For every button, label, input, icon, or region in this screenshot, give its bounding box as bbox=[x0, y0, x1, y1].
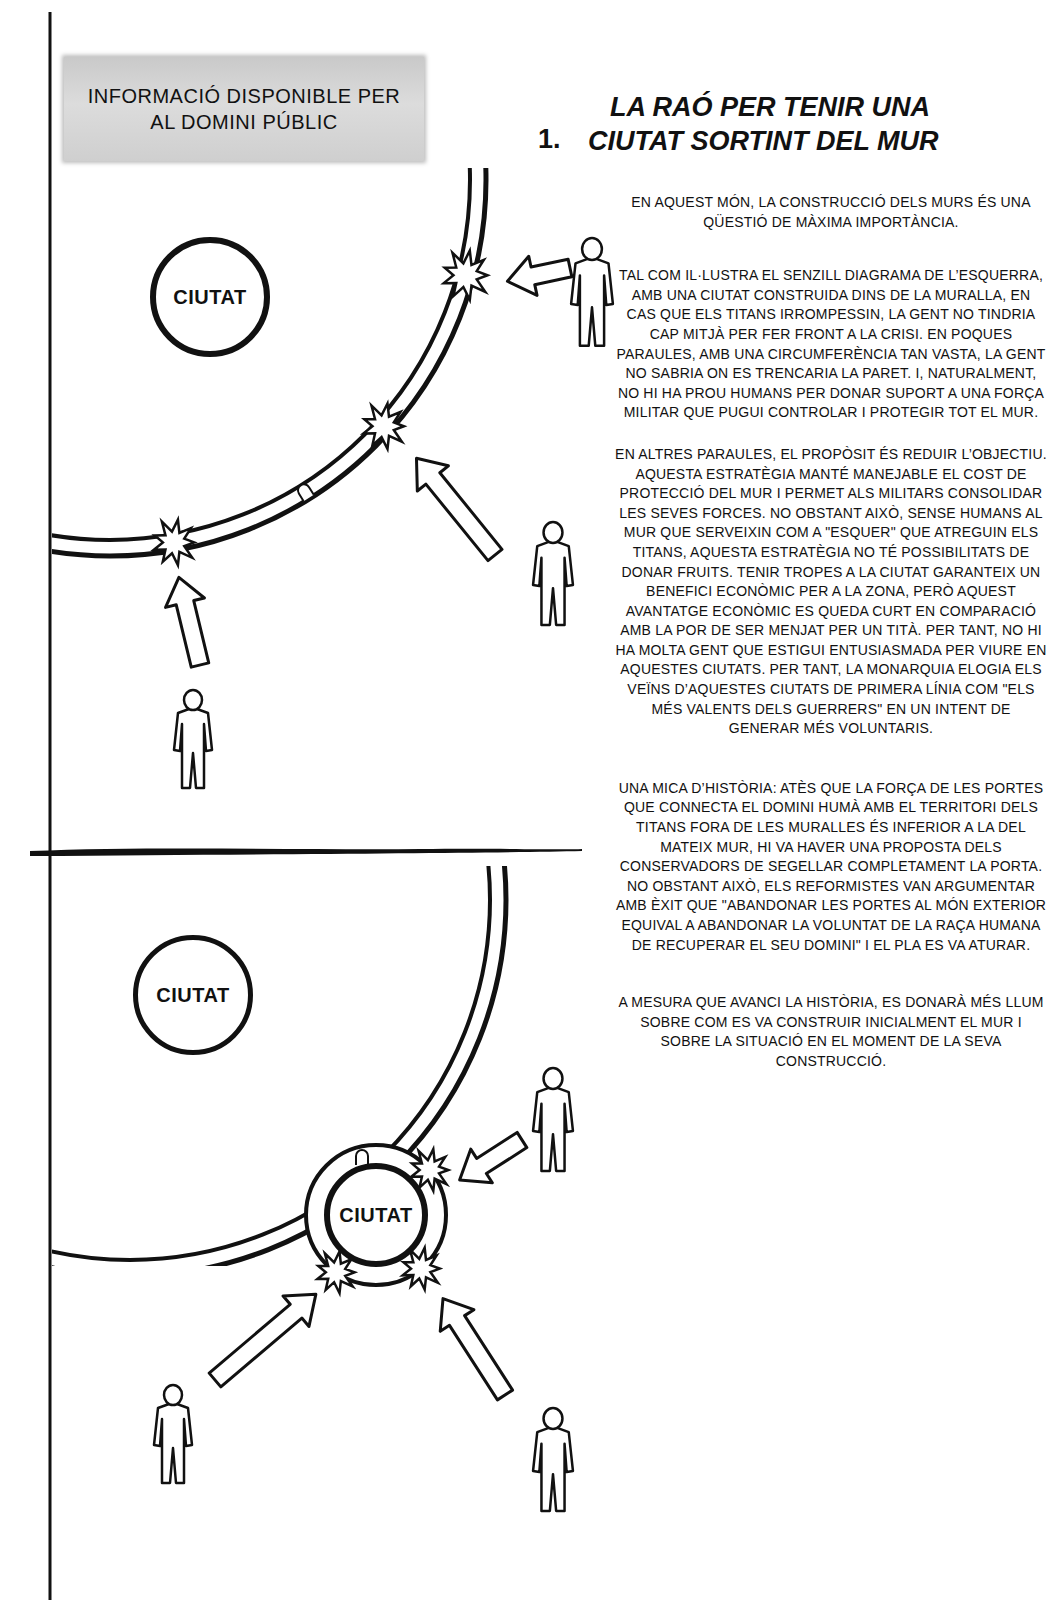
page-title: LA RAÓ PER TENIR UNA CIUTAT SORTINT DEL … bbox=[588, 90, 1008, 158]
attack-arrow bbox=[503, 248, 574, 300]
body-paragraph: TAL COM IL·LUSTRA EL SENZILL DIAGRAMA DE… bbox=[615, 266, 1047, 423]
attack-arrow bbox=[159, 573, 219, 670]
wall-outer bbox=[52, 168, 486, 556]
attack-arrow bbox=[202, 1279, 329, 1395]
text-column: EN AQUEST MÓN, LA CONSTRUCCIÓ DELS MURS … bbox=[615, 193, 1047, 1072]
person-figure bbox=[571, 238, 613, 346]
person-body bbox=[533, 1088, 573, 1171]
city-outline bbox=[327, 1166, 425, 1264]
person-body bbox=[533, 542, 573, 625]
person-figure bbox=[533, 1068, 573, 1171]
breach-burst bbox=[154, 520, 194, 565]
gate-mark bbox=[356, 1150, 368, 1165]
person-figure bbox=[154, 1385, 192, 1483]
person-body bbox=[571, 259, 613, 346]
body-paragraph: UNA MICA D’HISTÒRIA: ATÈS QUE LA FORÇA D… bbox=[615, 779, 1047, 955]
city-label: CIUTAT bbox=[339, 1204, 412, 1227]
panel-heading: INFORMACIÓ DISPONIBLE PER AL DOMINI PÚBL… bbox=[78, 83, 410, 135]
wall-top bbox=[52, 168, 486, 556]
body-paragraph: EN ALTRES PARAULES, EL PROPÒSIT ÉS REDUI… bbox=[615, 445, 1047, 739]
person-figure bbox=[533, 522, 573, 625]
body-paragraph: EN AQUEST MÓN, LA CONSTRUCCIÓ DELS MURS … bbox=[615, 193, 1047, 232]
person-body bbox=[533, 1428, 573, 1511]
gate-mark bbox=[296, 482, 314, 501]
person-figure bbox=[533, 1408, 573, 1511]
attack-arrow bbox=[449, 1123, 533, 1197]
person-head bbox=[164, 1385, 182, 1405]
divider-stroke bbox=[30, 848, 582, 856]
city-circle: CIUTAT bbox=[324, 1163, 428, 1267]
city-circle: CIUTAT bbox=[150, 237, 270, 357]
city-circle: CIUTAT bbox=[133, 935, 253, 1055]
attack-arrow bbox=[426, 1288, 522, 1406]
person-head bbox=[544, 1408, 563, 1429]
city-label: CIUTAT bbox=[156, 984, 229, 1007]
person-head bbox=[184, 690, 202, 710]
breach-burst bbox=[444, 251, 488, 300]
section-number: 1. bbox=[538, 124, 561, 155]
margin-line bbox=[49, 12, 52, 1600]
body-paragraph: A MESURA QUE AVANCI LA HISTÒRIA, ES DONA… bbox=[615, 993, 1047, 1071]
breach-burst bbox=[363, 403, 403, 448]
person-head bbox=[544, 1068, 563, 1089]
attack-arrow bbox=[401, 446, 511, 568]
city-outline bbox=[153, 240, 267, 354]
person-body bbox=[154, 1404, 192, 1483]
person-body bbox=[174, 709, 212, 788]
person-figure bbox=[174, 690, 212, 788]
wall-inner bbox=[52, 168, 470, 540]
marks bbox=[154, 238, 613, 1511]
info-panel: INFORMACIÓ DISPONIBLE PER AL DOMINI PÚBL… bbox=[64, 57, 424, 161]
city-outline bbox=[136, 938, 251, 1053]
person-head bbox=[544, 522, 563, 543]
city-label: CIUTAT bbox=[173, 286, 246, 309]
person-head bbox=[582, 238, 602, 260]
